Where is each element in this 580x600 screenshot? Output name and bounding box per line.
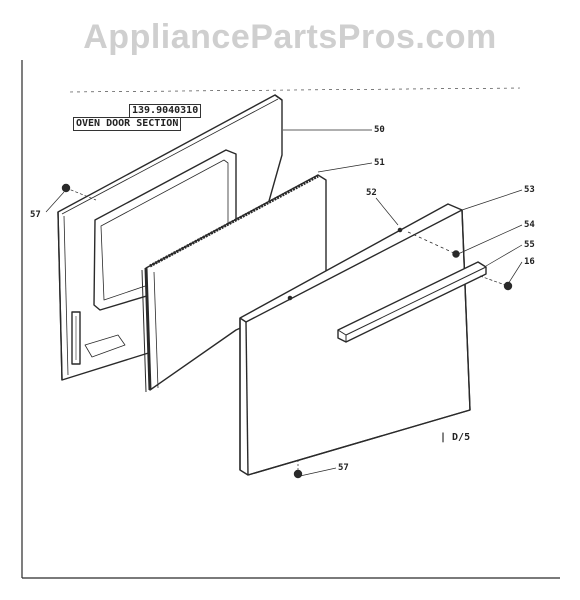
- leader-lines: [45, 129, 523, 477]
- door-handle: [337, 261, 487, 343]
- part-label-57-top: 57: [30, 210, 41, 220]
- part-label-51: 51: [374, 158, 385, 168]
- part-label-16: 16: [524, 257, 535, 267]
- part-label-54: 54: [524, 220, 535, 230]
- part-label-55: 55: [524, 240, 535, 250]
- part-label-53: 53: [524, 185, 535, 195]
- watermark-text: AppliancePartsPros.com: [83, 18, 497, 56]
- page-border: [21, 60, 560, 579]
- section-title: OVEN DOOR SECTION: [73, 117, 182, 131]
- fasteners: [61, 183, 513, 479]
- outer-door-panel: [239, 203, 471, 476]
- model-number: 139.9040310: [129, 104, 202, 118]
- part-label-52: 52: [366, 188, 377, 198]
- page-reference: | D/5: [440, 432, 471, 443]
- part-label-57-bottom: 57: [338, 463, 349, 473]
- part-label-50: 50: [374, 125, 385, 135]
